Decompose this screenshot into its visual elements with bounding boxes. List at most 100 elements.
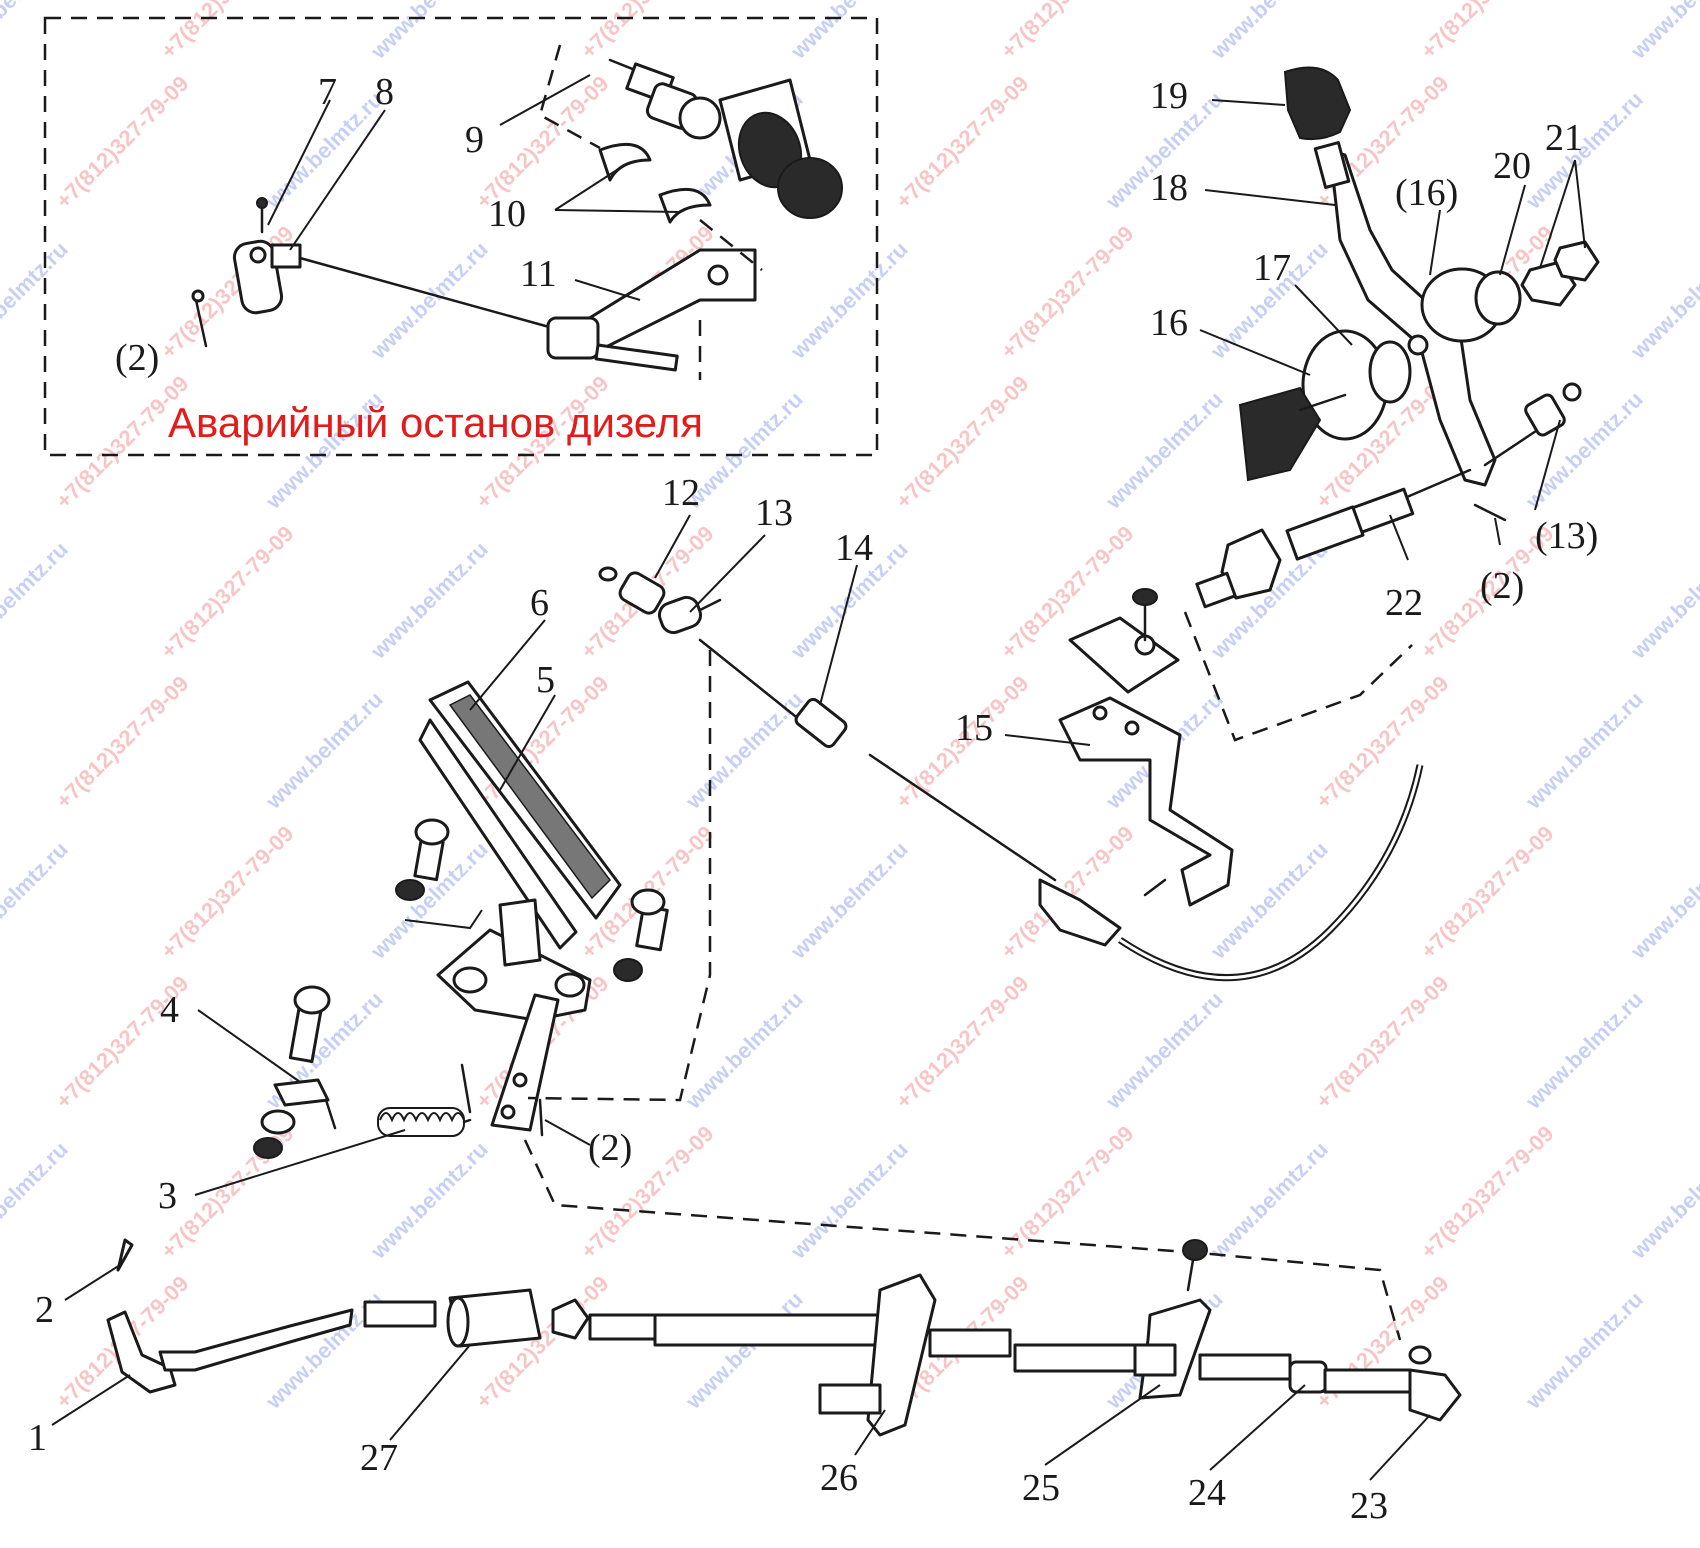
inset-clip-b xyxy=(658,187,712,224)
leader-lines xyxy=(51,99,1586,1481)
callout-6: 6 xyxy=(530,582,549,624)
watermark-site: www.belmtz.ru xyxy=(785,0,913,64)
lever-cotter-pin xyxy=(1473,503,1507,522)
support-bracket-26 xyxy=(866,1273,937,1437)
callout-16: 16 xyxy=(1150,302,1188,344)
watermark-site: www.belmtz.ru xyxy=(785,1137,913,1265)
callout-23: 23 xyxy=(1350,1485,1388,1527)
watermark-site: www.belmtz.ru xyxy=(260,687,388,815)
watermark-site: www.belmtz.ru xyxy=(680,1287,808,1415)
inset-cable xyxy=(298,256,562,332)
callout-numbers: 19 18 (16) 20 21 17 16 (13) (2) 22 15 12… xyxy=(28,75,1598,1527)
watermark-site: www.belmtz.ru xyxy=(0,1137,73,1265)
watermark-phone: +7(812)327-79-09 xyxy=(156,0,299,64)
watermark-site: www.belmtz.ru xyxy=(0,837,73,965)
watermark-phone: +7(812)327-79-09 xyxy=(576,0,719,64)
callout-16b: (16) xyxy=(1395,172,1458,214)
callout-2-lever: (2) xyxy=(1480,565,1524,607)
throttle-cable-end xyxy=(1195,468,1472,609)
watermark-site: www.belmtz.ru xyxy=(680,687,808,815)
lower-linkage xyxy=(106,1238,1462,1437)
watermark-site: www.belmtz.ru xyxy=(1520,987,1648,1115)
cable-bracket xyxy=(1058,696,1234,907)
threaded-end-a xyxy=(363,1300,437,1328)
watermark-phone: +7(812)327-79-09 xyxy=(996,221,1139,364)
lever-knob xyxy=(1283,66,1352,141)
cable-inner-rod xyxy=(698,638,802,722)
watermark-site: www.belmtz.ru xyxy=(1100,387,1228,515)
callout-24: 24 xyxy=(1188,1472,1226,1514)
rod-end-23 xyxy=(1408,1368,1462,1422)
inset-label-11: 11 xyxy=(520,253,557,295)
inset-label-10: 10 xyxy=(488,193,526,235)
watermark-site: www.belmtz.ru xyxy=(1205,1137,1333,1265)
lever-spring-washer xyxy=(1474,270,1522,326)
pedal-lever xyxy=(490,993,560,1132)
watermark-site: www.belmtz.ru xyxy=(1625,0,1700,64)
inset-cable-nut xyxy=(546,316,679,372)
callout-2-pedal: (2) xyxy=(588,1127,632,1169)
callout-13: 13 xyxy=(755,492,793,534)
watermark-phone: +7(812)327-79-09 xyxy=(891,971,1034,1114)
watermark-site: www.belmtz.ru xyxy=(0,237,73,365)
cable-assembly-line xyxy=(1183,611,1413,742)
watermark-site: www.belmtz.ru xyxy=(365,537,493,665)
watermark-phone: +7(812)327-79-09 xyxy=(1416,821,1559,964)
watermark-phone: +7(812)327-79-09 xyxy=(1311,971,1454,1114)
inset-label-9: 9 xyxy=(465,119,484,161)
watermark-site: www.belmtz.ru xyxy=(1100,987,1228,1115)
rod-end-13 xyxy=(657,595,722,635)
watermark-phone: +7(812)327-79-09 xyxy=(1416,1121,1559,1264)
watermark-phone: +7(812)327-79-09 xyxy=(891,371,1034,514)
callout-27: 27 xyxy=(360,1437,398,1479)
inset-label-2: (2) xyxy=(115,337,159,379)
lever-rod-end xyxy=(1483,382,1582,467)
spring-bracket xyxy=(253,985,337,1159)
pedal-cotter-pin-b xyxy=(538,1098,544,1137)
watermark-site: www.belmtz.ru xyxy=(1520,87,1648,215)
watermark-site: www.belmtz.ru xyxy=(680,987,808,1115)
linkage-rod-main xyxy=(653,1313,897,1347)
throttle-cable xyxy=(698,638,1424,981)
inset-label-8: 8 xyxy=(375,71,394,113)
callout-5: 5 xyxy=(536,659,555,701)
watermark-site: www.belmtz.ru xyxy=(0,0,73,64)
callout-18: 18 xyxy=(1150,167,1188,209)
callout-19: 19 xyxy=(1150,75,1188,117)
inset-title: Аварийный останов дизеля xyxy=(168,399,703,446)
watermark-phone: +7(812)327-79-09 xyxy=(891,71,1034,214)
inset-clamp xyxy=(232,197,302,315)
watermark-phone: +7(812)327-79-09 xyxy=(51,671,194,814)
callout-2: 2 xyxy=(35,1289,54,1331)
callout-20: 20 xyxy=(1493,145,1531,187)
inset-cotter-pin xyxy=(191,289,208,348)
return-spring xyxy=(377,1107,472,1137)
inset-frame xyxy=(43,16,879,457)
cable-clamp-plate xyxy=(1068,588,1180,694)
watermark-site: www.belmtz.ru xyxy=(1205,0,1333,64)
callout-1: 1 xyxy=(28,1417,47,1459)
watermark-phone: +7(812)327-79-09 xyxy=(51,71,194,214)
bent-rod xyxy=(158,1308,354,1372)
watermark-site: www.belmtz.ru xyxy=(1625,837,1700,965)
cable-nut-12 xyxy=(598,566,666,615)
callout-22: 22 xyxy=(1385,582,1423,624)
inset-knob-assembly xyxy=(608,58,843,219)
lever-bolt-head xyxy=(1238,386,1322,482)
callout-14: 14 xyxy=(835,527,873,569)
inset-assembly-lines xyxy=(538,44,763,380)
callout-17: 17 xyxy=(1253,247,1291,289)
watermark-site: www.belmtz.ru xyxy=(1625,237,1700,365)
bracket-bolt xyxy=(818,1383,882,1415)
watermark-site: www.belmtz.ru xyxy=(1625,1137,1700,1265)
watermark-site: www.belmtz.ru xyxy=(785,837,913,965)
callout-15: 15 xyxy=(955,707,993,749)
watermark-phone: +7(812)327-79-09 xyxy=(1311,671,1454,814)
lower-lever xyxy=(106,1310,177,1394)
watermark-phone: +7(812)327-79-09 xyxy=(156,521,299,664)
watermark-site: www.belmtz.ru xyxy=(365,1137,493,1265)
pedal-cotter-pin xyxy=(460,1063,472,1114)
pedal-assembly-line xyxy=(527,650,712,1102)
